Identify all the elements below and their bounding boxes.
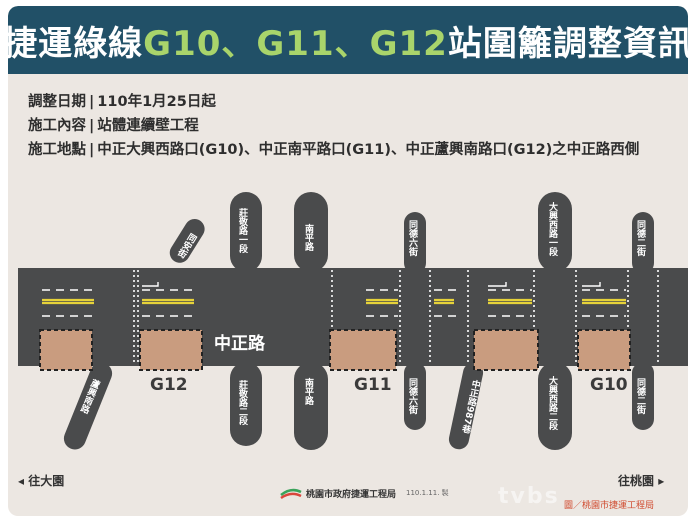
- station-label-g10: G10: [590, 375, 628, 395]
- info-label: 調整日期: [28, 94, 86, 110]
- info-separator: |: [89, 94, 95, 110]
- center-lines: [42, 298, 626, 305]
- street-label-tongde2-s: 同德二街: [635, 378, 647, 415]
- info-separator: |: [89, 142, 95, 158]
- info-label: 施工地點: [28, 142, 86, 158]
- street-label-zhuangjing-2: 莊敬路二段: [237, 379, 249, 426]
- arrow-right-icon: ▸: [658, 474, 665, 488]
- station-label-g12: G12: [150, 375, 188, 395]
- info-value: 中正大興西路口(G10)、中正南平路口(G11)、中正蘆興南路口(G12)之中正…: [97, 142, 640, 158]
- street-nanping-s: [294, 362, 328, 450]
- metro-logo-icon: [280, 488, 302, 500]
- image-credit: 圖／桃園市捷運工程局: [564, 501, 655, 511]
- road-label-zhongzheng: 中正路: [214, 333, 266, 354]
- watermark: tvbs: [498, 484, 560, 509]
- info-label: 施工內容: [28, 118, 86, 134]
- lane-markings: [42, 289, 626, 317]
- direction-right-label: 往桃園: [618, 474, 655, 488]
- title-suffix: 站圍籬調整資訊: [447, 23, 688, 64]
- street-tongde2-s: [632, 362, 654, 430]
- fence-zone-987: [473, 329, 539, 371]
- street-tongde6-n: [404, 212, 426, 274]
- road-map: 中正路 G12 G11 G10 莊敬路一段 南平路 同德六街 大興西路一段 同德…: [18, 192, 688, 450]
- street-lane987: [448, 362, 484, 450]
- street-luxingnan: [63, 362, 113, 450]
- street-tongan: [169, 219, 205, 263]
- street-label-tongde2-n: 同德二街: [635, 220, 647, 257]
- fence-zone-g10: [577, 329, 631, 371]
- street-label-tongde6-s: 同德六街: [407, 378, 419, 415]
- street-daxingxi-2: [538, 362, 572, 450]
- street-label-daxingxi-2: 大興西路二段: [547, 375, 558, 431]
- footer-date: 110.1.11. 製: [406, 489, 449, 497]
- footer-logo: 桃園市政府捷運工程局 110.1.11. 製: [280, 486, 449, 500]
- title-banner: 捷運綠線G10、G11、G12站圍籬調整資訊: [8, 6, 688, 74]
- street-tongde6-s: [404, 362, 426, 430]
- info-value: 站體連續壁工程: [97, 118, 199, 134]
- street-zhuangjing-2: [230, 362, 262, 446]
- info-separator: |: [89, 118, 95, 134]
- street-daxingxi-1: [538, 192, 572, 272]
- street-label-zhuangjing-1: 莊敬路一段: [237, 207, 249, 254]
- station-label-g11: G11: [354, 375, 392, 395]
- notice-board: 捷運綠線G10、G11、G12站圍籬調整資訊 調整日期|110年1月25日起 施…: [8, 6, 688, 516]
- arrow-left-icon: ◂: [18, 474, 25, 488]
- direction-left-label: 往大園: [28, 474, 65, 488]
- fence-zone-g11: [329, 329, 397, 371]
- street-nanping-n: [294, 192, 328, 272]
- info-block: 調整日期|110年1月25日起 施工內容|站體連續壁工程 施工地點|中正大興西路…: [28, 90, 639, 162]
- fence-zone-g12-east: [139, 329, 203, 371]
- fence-zones: [39, 329, 631, 371]
- info-value: 110年1月25日起: [97, 94, 216, 110]
- page-title: 捷運綠線G10、G11、G12站圍籬調整資訊: [8, 16, 688, 65]
- street-label-nanping-s: 南平路: [303, 377, 314, 406]
- street-label-nanping-n: 南平路: [303, 223, 314, 252]
- direction-right: 往桃園 ▸: [618, 472, 664, 489]
- info-row-content: 施工內容|站體連續壁工程: [28, 114, 639, 138]
- info-row-location: 施工地點|中正大興西路口(G10)、中正南平路口(G11)、中正蘆興南路口(G1…: [28, 138, 639, 162]
- title-stations: G10、G11、G12: [143, 23, 448, 64]
- info-row-date: 調整日期|110年1月25日起: [28, 90, 639, 114]
- street-zhuangjing-1: [230, 192, 262, 272]
- title-prefix: 捷運綠線: [8, 23, 144, 64]
- crosswalk-lines: [133, 270, 659, 364]
- street-label-daxingxi-1: 大興西路一段: [547, 201, 558, 257]
- street-label-tongde6-n: 同德六街: [407, 220, 419, 257]
- direction-left: ◂ 往大園: [18, 472, 64, 489]
- turn-markings: [142, 282, 601, 287]
- footer-organization: 桃園市政府捷運工程局: [306, 489, 397, 500]
- street-tongde2-n: [632, 212, 654, 274]
- fence-zone-g12-west: [39, 329, 93, 371]
